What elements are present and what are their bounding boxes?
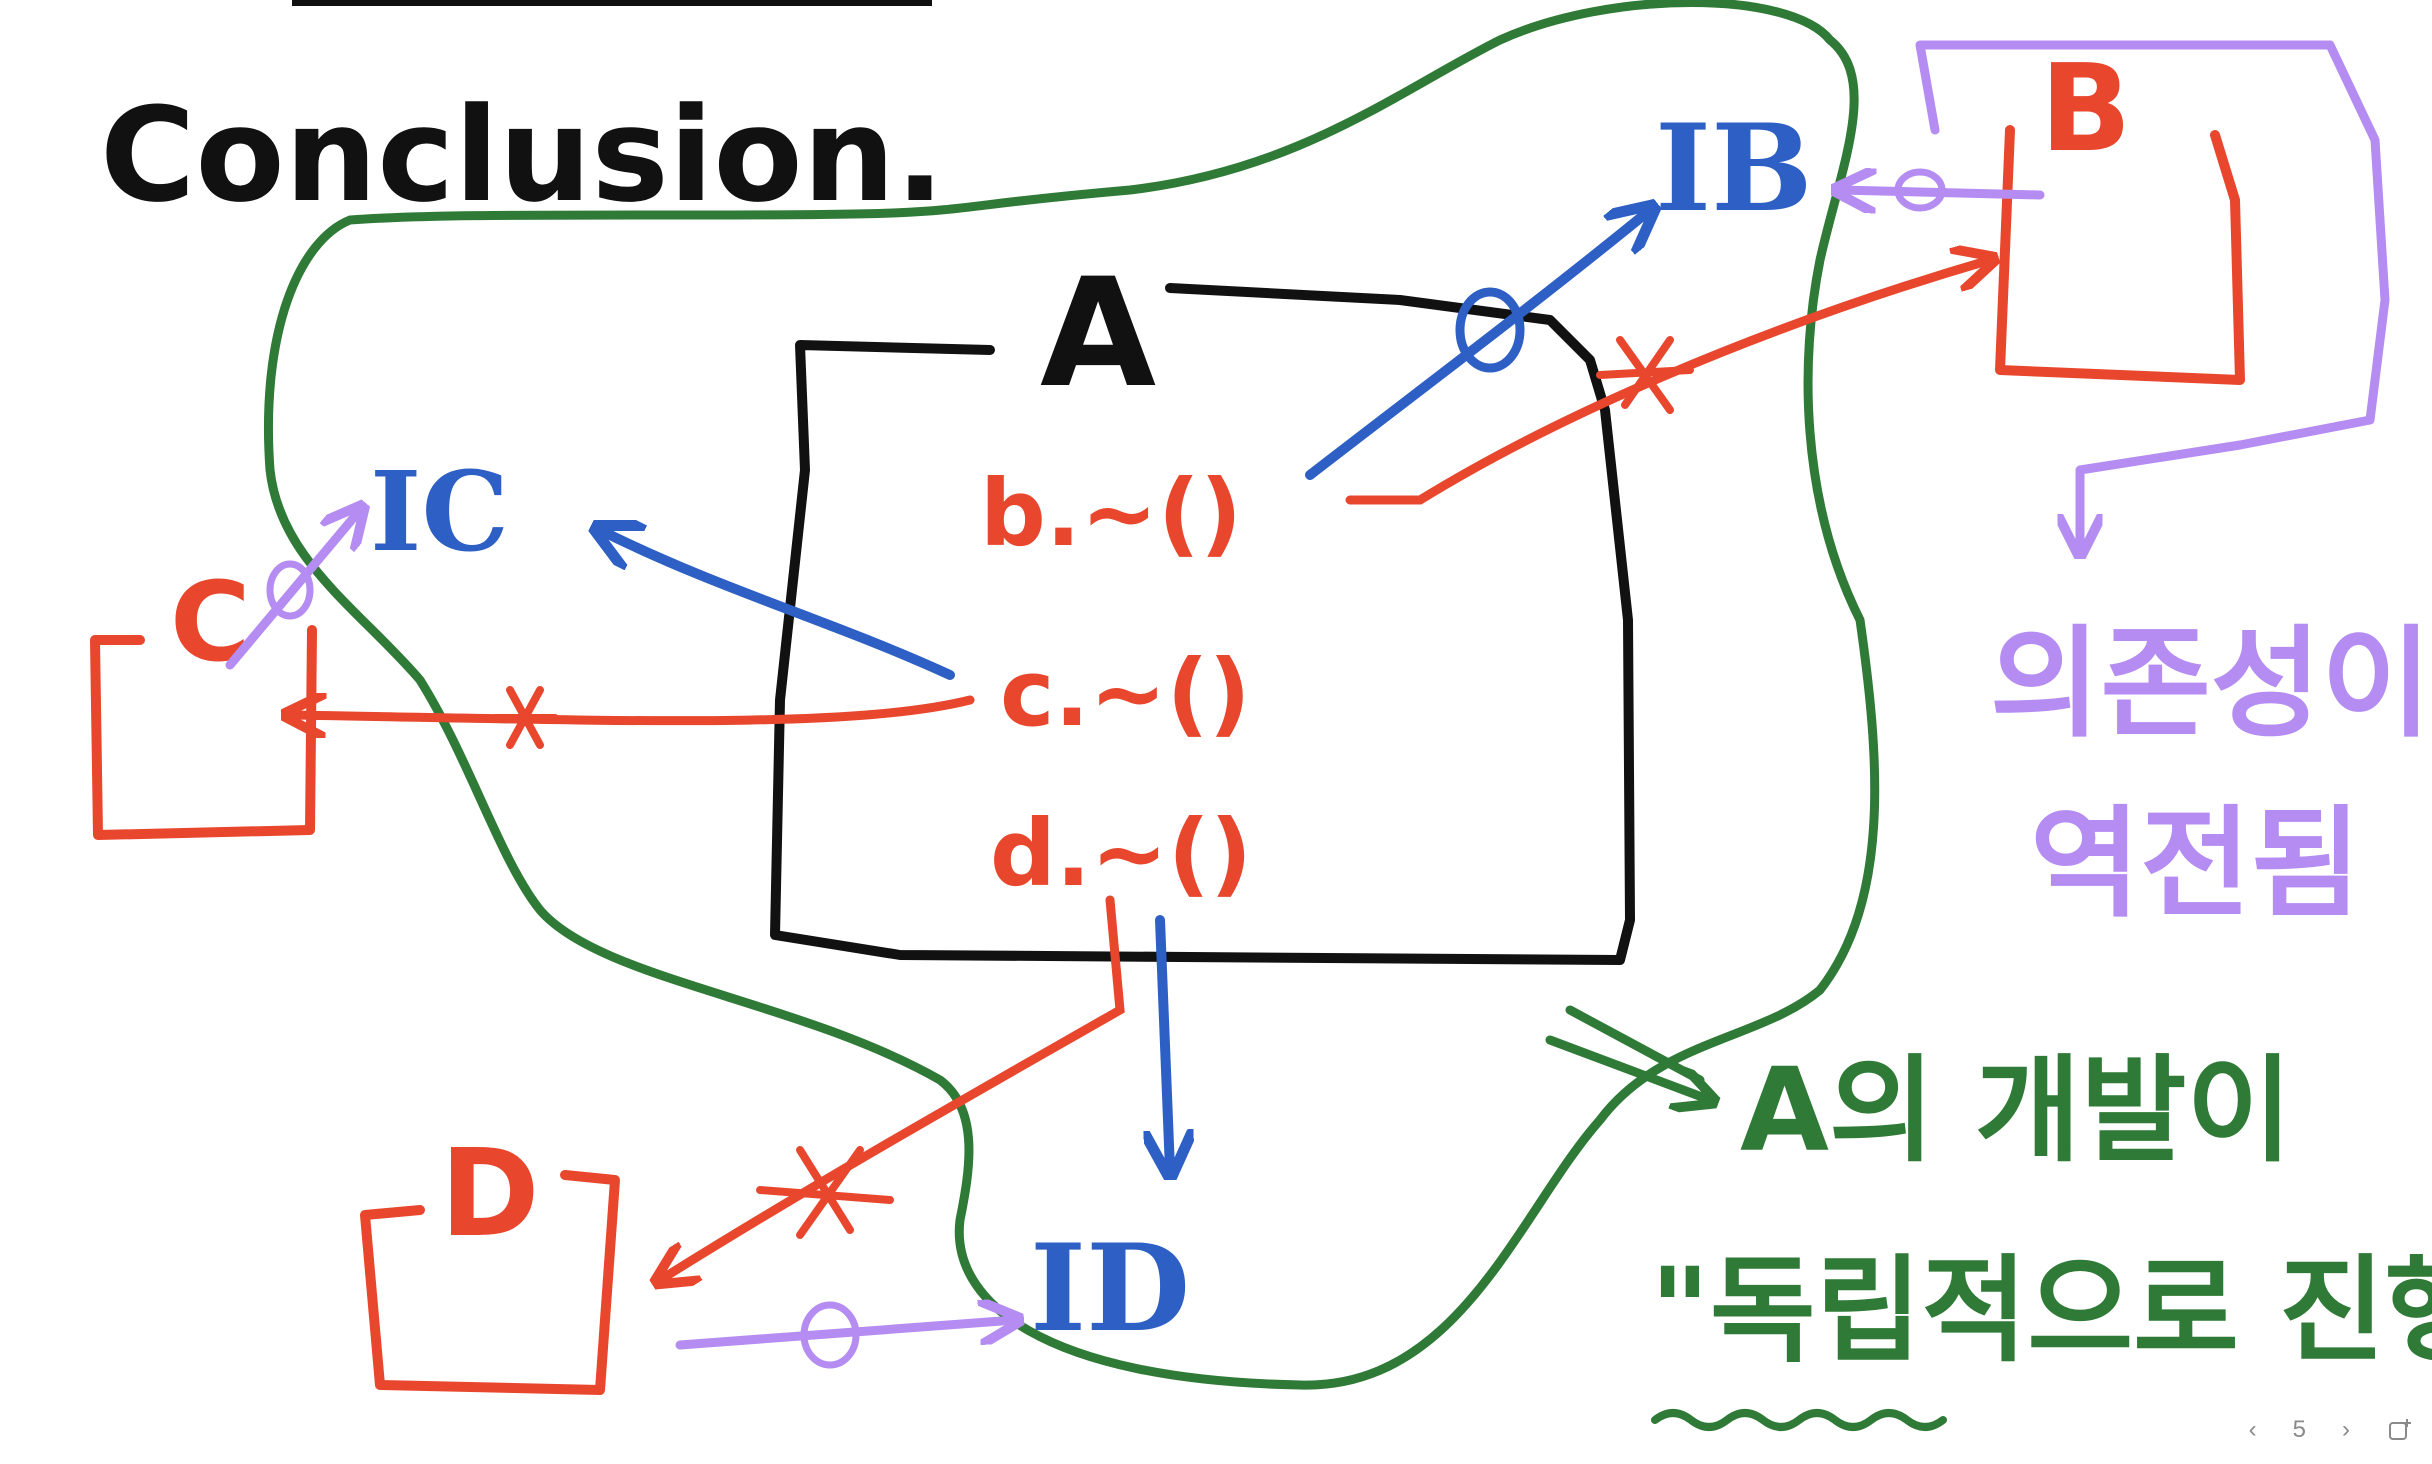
- module-a-label: A: [1040, 247, 1156, 421]
- method-b-label: b.~(): [980, 460, 1242, 567]
- impl-arrow-d-to-id: [675, 1320, 1015, 1350]
- cross-mark-b: [1596, 336, 1694, 414]
- old-dependency-b: [1345, 260, 1990, 505]
- module-a-box: [770, 283, 1635, 965]
- class-c-box: [90, 625, 317, 840]
- blocked-mark-b: [1455, 287, 1525, 373]
- purple-bracket-b: [1915, 40, 2390, 550]
- impl-mark-c: [266, 560, 314, 620]
- chevron-left-icon[interactable]: ‹: [2248, 1416, 2257, 1443]
- green-wavy-underline: [1651, 1409, 1947, 1431]
- green-pointer-arrow-2: [1565, 1005, 1705, 1085]
- method-d-label: d.~(): [990, 800, 1252, 907]
- top-divider-line: [292, 0, 932, 6]
- green-pointer-arrow: [1545, 1035, 1710, 1100]
- impl-mark-b: [1894, 168, 1946, 212]
- impl-arrow-c-to-ic: [225, 510, 360, 670]
- note-independent-line1: A의 개발이: [1740, 1044, 2292, 1178]
- page-navigation: ‹ 5 ›: [2239, 1410, 2414, 1450]
- class-c-label: C: [170, 558, 251, 686]
- page-number: 5: [2292, 1416, 2306, 1443]
- interface-d-label: ID: [1030, 1218, 1190, 1359]
- chevron-right-icon[interactable]: ›: [2342, 1416, 2350, 1443]
- module-boundary-outline: [263, 0, 1880, 1390]
- page-title: Conclusion.: [100, 79, 945, 231]
- old-dependency-d: [660, 895, 1125, 1280]
- note-dependency-reversed-line1: 의존성이: [1990, 615, 2432, 754]
- cross-mark-d: [756, 1146, 894, 1239]
- arrow-method-b-to-ib: [1305, 210, 1650, 480]
- note-independent-line2: "독립적으로 진행": [1650, 1244, 2432, 1378]
- arrow-method-c-to-ic: [600, 530, 955, 680]
- cross-mark-c: [491, 686, 559, 749]
- class-d-box: [360, 1170, 620, 1395]
- arrow-method-d-to-id: [1160, 915, 1170, 1170]
- note-dependency-reversed-line2: 역전됨: [2030, 795, 2361, 934]
- interface-b-label: IB: [1655, 98, 1813, 239]
- class-b-label: B: [2040, 40, 2131, 179]
- class-d-label: D: [440, 1125, 540, 1264]
- add-page-icon[interactable]: [2386, 1416, 2414, 1444]
- interface-c-label: IC: [370, 447, 509, 576]
- method-c-label: c.~(): [1000, 640, 1251, 747]
- impl-mark-d: [800, 1301, 860, 1369]
- old-dependency-c: [290, 700, 975, 721]
